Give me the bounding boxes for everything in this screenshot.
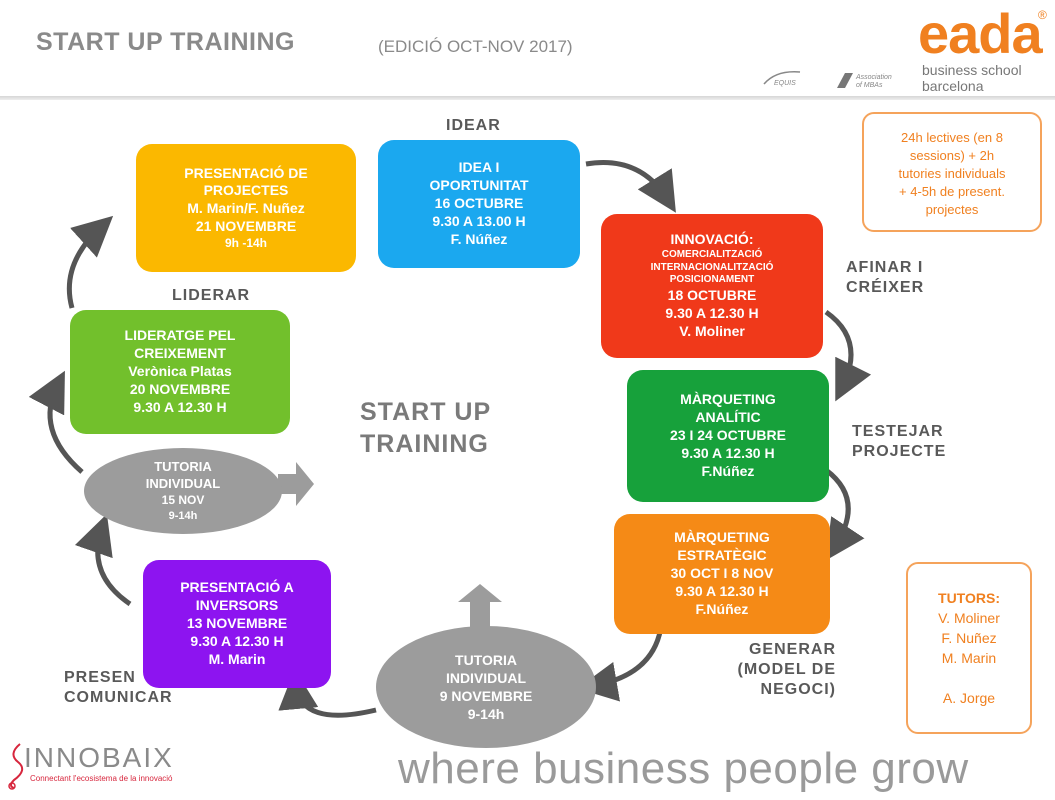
arrow-innovacio-to-analitic xyxy=(824,309,872,402)
arrow-estrategic-to-tutoria xyxy=(577,631,663,702)
session-presentacio-projectes: PRESENTACIÓ DE PROJECTES M. Marin/F. Nuñ… xyxy=(136,144,356,272)
registered-mark: ® xyxy=(1038,8,1047,22)
arrow-idea-to-innovacio xyxy=(585,160,676,213)
arrow-tutoria-to-lideratge xyxy=(28,370,84,474)
arrow-analitic-to-estrategic xyxy=(824,468,865,561)
tutoria-individual-9-nov: TUTORIA INDIVIDUAL 9 NOVEMBRE 9-14h xyxy=(376,626,596,748)
stage-liderar: LIDERAR xyxy=(172,287,251,304)
hours-info-box: 24h lectives (en 8 sessions) + 2h tutori… xyxy=(862,112,1042,232)
footer-tagline: where business people grow xyxy=(398,744,969,793)
center-title: START UP TRAINING xyxy=(360,398,492,458)
tutoria-individual-15-nov: TUTORIA INDIVIDUAL 15 NOV 9-14h xyxy=(84,448,282,534)
tutoria-9-pointer xyxy=(458,584,502,628)
stage-generar: GENERAR (MODEL DE NEGOCI) xyxy=(737,641,836,698)
arrow-inversors-to-tutoria xyxy=(74,513,132,607)
session-idea-oportunitat: IDEA I OPORTUNITAT 16 OCTUBRE 9.30 A 13.… xyxy=(378,140,580,268)
session-lideratge: LIDERATGE PEL CREIXEMENT Verònica Platas… xyxy=(70,310,290,434)
tutoria-15-pointer xyxy=(278,462,314,506)
equis-logo: EQUIS xyxy=(762,66,802,95)
innobaix-swirl-icon xyxy=(8,743,24,790)
session-marqueting-analitic: MÀRQUETING ANALÍTIC 23 I 24 OCTUBRE 9.30… xyxy=(627,370,829,502)
session-innovacio: INNOVACIÓ: COMERCIALITZACIÓ INTERNACIONA… xyxy=(601,214,823,358)
page-title: START UP TRAINING xyxy=(36,28,295,56)
innobaix-tagline: Connectant l'ecosistema de la innovació xyxy=(30,774,173,783)
session-presentacio-inversors: PRESENTACIÓ A INVERSORS 13 NOVEMBRE 9.30… xyxy=(143,560,331,688)
tutors-box: TUTORS: V. Moliner F. Nuñez M. Marin A. … xyxy=(906,562,1032,734)
equis-swoosh-icon xyxy=(763,71,801,85)
header-divider xyxy=(0,96,1055,100)
stage-afinar: AFINAR I CRÉIXER xyxy=(846,259,925,296)
eada-logo: eada xyxy=(918,2,1043,65)
stage-idear: IDEAR xyxy=(446,117,501,134)
session-marqueting-estrategic: MÀRQUETING ESTRATÈGIC 30 OCT I 8 NOV 9.3… xyxy=(614,514,830,634)
stage-testejar: TESTEJAR PROJECTE xyxy=(852,423,947,460)
arrow-tutoria-to-inversors xyxy=(278,669,377,718)
edition-subtitle: (EDICIÓ OCT-NOV 2017) xyxy=(378,37,573,56)
stage-presentar: PRESEN COMUNICAR xyxy=(64,669,173,706)
eada-logo-subtitle: business school barcelona xyxy=(922,62,1022,94)
amba-mark-icon xyxy=(837,73,853,88)
innobaix-logo: INNOBAIX xyxy=(24,742,174,773)
arrow-lideratge-to-projectes xyxy=(66,215,114,309)
